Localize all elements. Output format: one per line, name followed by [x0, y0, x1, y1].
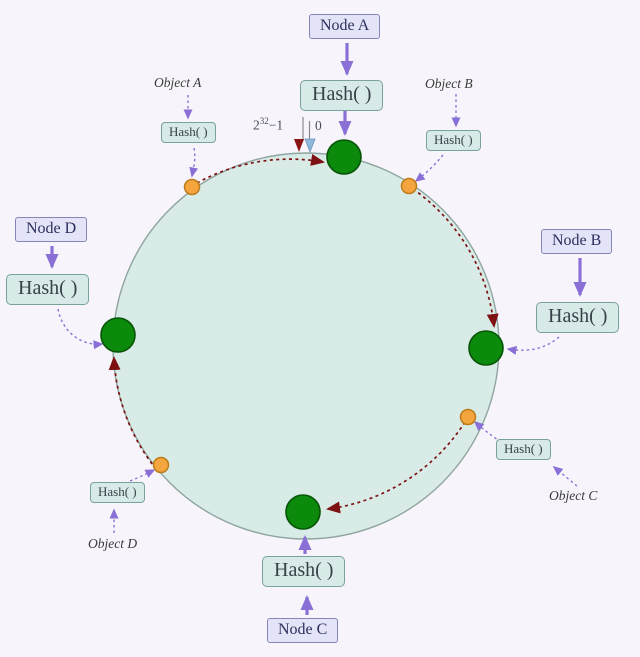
arrow-hash-to-object-d	[129, 469, 156, 482]
ring-max-exponent: 32	[259, 116, 269, 126]
hash-box-object-c: Hash( )	[496, 439, 551, 460]
hash-box-node-a: Hash( )	[300, 80, 384, 111]
node-c-label-box: Node C	[267, 618, 339, 643]
node-c-circle	[285, 494, 321, 530]
ring-max-base: 2	[253, 117, 260, 133]
arrow-hash-to-object-a	[189, 147, 199, 178]
object-c-label: Object C	[549, 488, 598, 503]
arrow-hash-to-node-d	[57, 308, 104, 350]
object-b-label: Object B	[425, 76, 473, 91]
ring-max-label: 232−1	[253, 116, 283, 134]
red-arc-object-a-to-node-a	[196, 154, 325, 184]
origin-marker-triangle	[304, 138, 316, 154]
hash-box-node-d: Hash( )	[6, 274, 90, 305]
node-a-label-box: Node A	[309, 14, 381, 39]
object-b-dot	[400, 177, 418, 195]
node-b-circle	[468, 330, 504, 366]
red-arc-object-b-to-node-b	[412, 188, 499, 328]
object-a-label: Object A	[154, 75, 202, 90]
hash-box-object-a: Hash( )	[161, 122, 216, 143]
node-b-label-box: Node B	[541, 229, 613, 254]
hash-ring-circle	[112, 152, 500, 540]
ring-max-suffix: −1	[268, 117, 284, 133]
node-d-circle	[100, 317, 136, 353]
red-arc-object-d-to-node-d	[108, 356, 157, 470]
arrow-hash-to-node-b	[506, 336, 560, 355]
hash-box-object-b: Hash( )	[426, 130, 481, 151]
object-d-dot	[152, 456, 170, 474]
object-a-dot	[183, 178, 201, 196]
arrow-object-c-to-hash	[552, 466, 578, 487]
object-c-dot	[459, 408, 477, 426]
max-marker-triangle	[294, 139, 304, 152]
arrow-hash-to-object-b	[414, 154, 444, 182]
object-d-label: Object D	[88, 536, 138, 551]
hash-box-object-d: Hash( )	[90, 482, 145, 503]
red-arc-object-c-to-node-c	[326, 421, 466, 514]
hash-box-node-b: Hash( )	[536, 302, 620, 333]
node-d-label-box: Node D	[15, 217, 88, 242]
node-a-circle	[326, 139, 362, 175]
hash-box-node-c: Hash( )	[262, 556, 346, 587]
ring-origin-label: 0	[315, 118, 322, 133]
